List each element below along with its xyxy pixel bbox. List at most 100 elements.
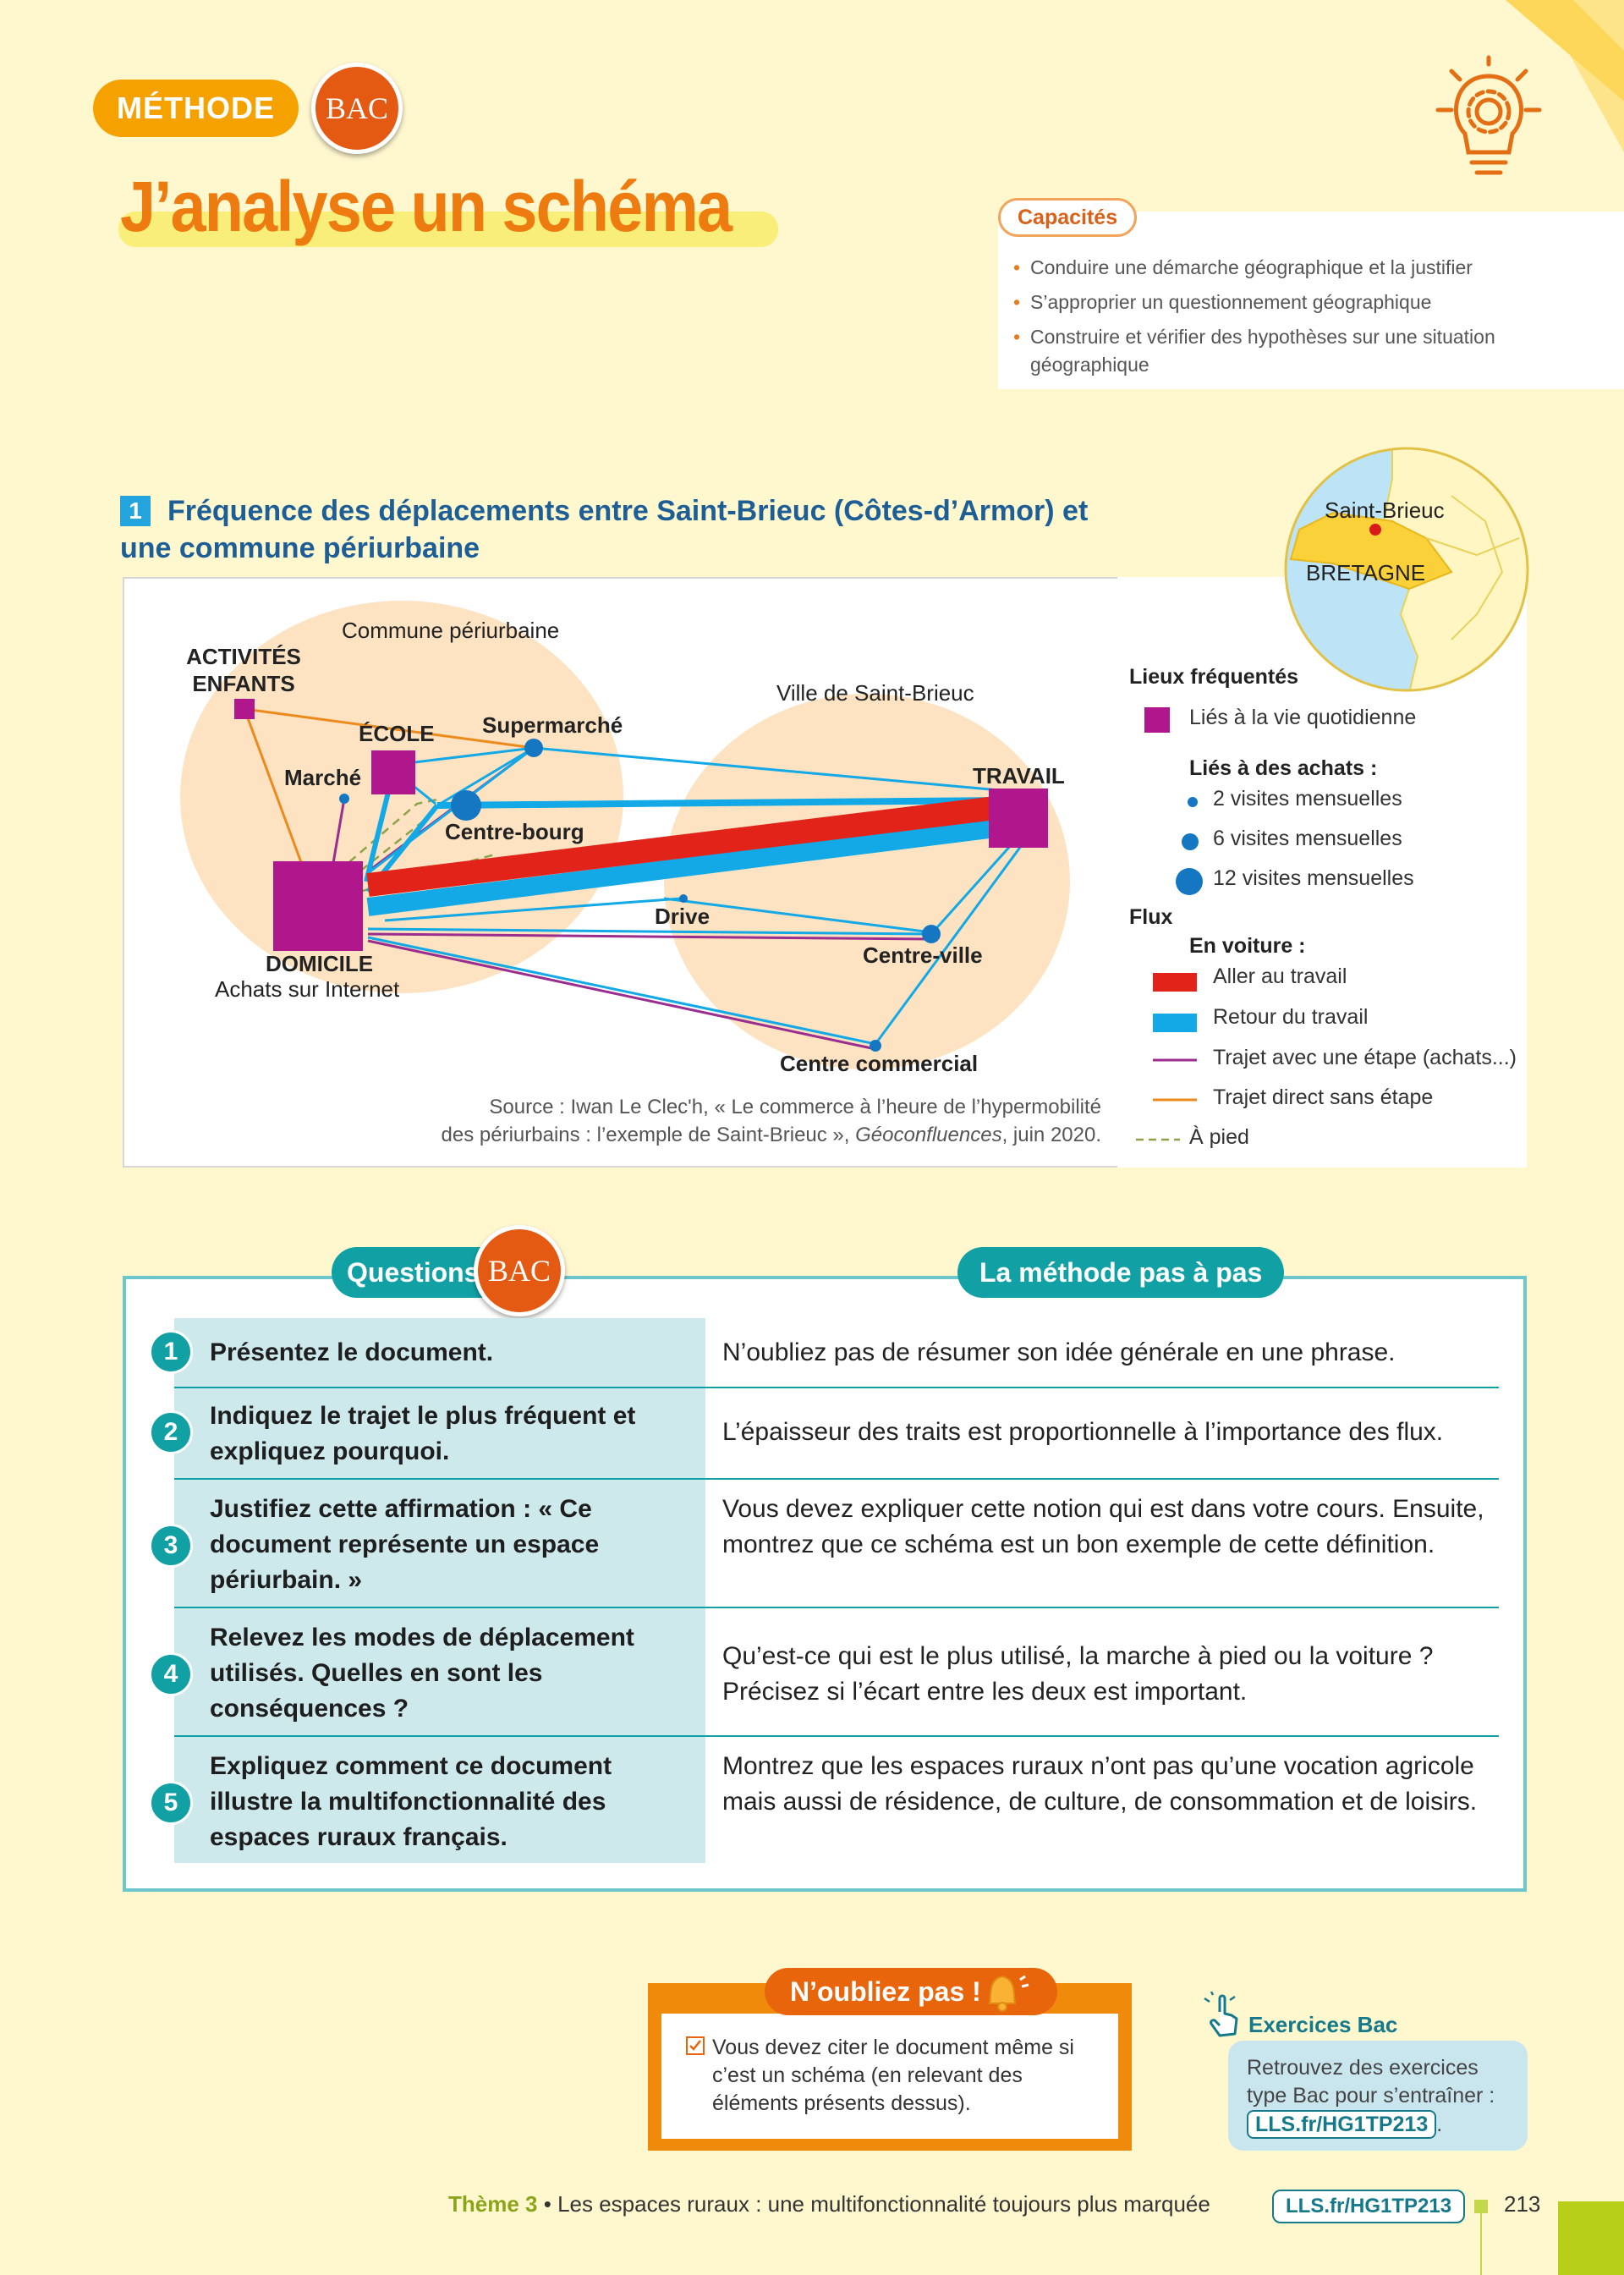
- row-separator: [174, 1387, 1499, 1388]
- question-text: Justifiez cette affirmation : « Ce docum…: [210, 1495, 600, 1594]
- saint-brieuc-marker: [1369, 524, 1381, 536]
- legend-aller-swatch: [1153, 973, 1197, 992]
- node-activites: [234, 699, 255, 719]
- source-journal: Géoconfluences: [855, 1124, 1002, 1146]
- flow-retour-travail: [366, 818, 1004, 916]
- legend-quotidien-swatch: [1144, 707, 1170, 733]
- legend-retour: Retour du travail: [1213, 1005, 1369, 1029]
- legend-voiture-title: En voiture :: [1189, 934, 1306, 958]
- inset-region-label: BRETAGNE: [1306, 560, 1426, 585]
- footer-line: [1480, 2213, 1482, 2275]
- legend-etape: Trajet avec une étape (achats...): [1213, 1046, 1517, 1069]
- pointer-hand-icon: [1204, 1992, 1238, 2037]
- node-travail: [989, 789, 1048, 848]
- legend-achats-title: Liés à des achats :: [1189, 756, 1378, 780]
- node-centre-bourg: [451, 790, 481, 821]
- legend-lieux-title: Lieux fréquentés: [1129, 665, 1299, 689]
- method-text: N’oubliez pas de résumer son idée généra…: [722, 1338, 1396, 1366]
- flow-diagram: [180, 577, 1527, 1168]
- method-text: Vous devez expliquer cette notion qui es…: [722, 1495, 1484, 1558]
- footer-theme-label: Thème 3: [448, 2191, 538, 2217]
- row-separator: [174, 1735, 1499, 1737]
- checkbox-checked-icon: [686, 2036, 705, 2055]
- reminder-panel: [661, 2014, 1118, 2139]
- page-tab: [1558, 2201, 1624, 2275]
- question-number: 1: [149, 1330, 193, 1374]
- legend-v2-swatch: [1188, 797, 1198, 807]
- label-internet: Achats sur Internet: [215, 976, 400, 1002]
- question-text: Relevez les modes de déplacement utilisé…: [210, 1624, 634, 1723]
- label-centre-commercial: Centre commercial: [780, 1051, 979, 1076]
- exercices-text: Retrouvez des exercices type Bac pour s’…: [1247, 2054, 1517, 2139]
- exercices-link[interactable]: LLS.fr/HG1TP213: [1247, 2110, 1437, 2139]
- label-commune: Commune périurbaine: [342, 618, 560, 643]
- method-text: L’épaisseur des traits est proportionnel…: [722, 1418, 1444, 1446]
- label-drive: Drive: [655, 904, 710, 929]
- inset-city-label: Saint-Brieuc: [1325, 497, 1445, 523]
- footer-link[interactable]: LLS.fr/HG1TP213: [1272, 2190, 1466, 2223]
- question-number: 3: [149, 1524, 193, 1568]
- label-travail: TRAVAIL: [973, 763, 1065, 789]
- bac-badge-questions: BAC: [474, 1225, 565, 1316]
- method-text: Qu’est-ce qui est le plus utilisé, la ma…: [722, 1642, 1434, 1706]
- inset-map-bretagne: [1284, 447, 1529, 692]
- source-line-2: des périurbains : l’exemple de Saint-Bri…: [441, 1124, 856, 1146]
- node-marche: [339, 794, 349, 804]
- exercices-end: .: [1436, 2113, 1443, 2136]
- legend-pied: À pied: [1189, 1125, 1249, 1149]
- title-highlight: [118, 212, 778, 247]
- footer-theme-text: Les espaces ruraux : une multifonctionna…: [557, 2191, 1210, 2217]
- legend-v12: 12 visites mensuelles: [1213, 866, 1414, 890]
- questions-column: [174, 1318, 705, 1863]
- flow-aller-travail: [366, 795, 1004, 897]
- legend-v2: 2 visites mensuelles: [1213, 787, 1402, 811]
- lightbulb-gear-icon: [1435, 55, 1542, 175]
- label-supermarche: Supermarché: [482, 712, 623, 738]
- node-ecole: [371, 750, 415, 794]
- source-caption: Source : Iwan Le Clec'h, « Le commerce à…: [254, 1093, 1101, 1149]
- question-number: 5: [149, 1781, 193, 1825]
- capacite-item: Construire et vérifier des hypothèses su…: [1013, 323, 1521, 379]
- capacite-item: Conduire une démarche géographique et la…: [1013, 254, 1521, 282]
- capacites-label: Capacités: [998, 198, 1138, 237]
- label-ecole: ÉCOLE: [359, 721, 435, 746]
- capacite-item: S’approprier un questionnement géographi…: [1013, 288, 1521, 316]
- document-number: 1: [120, 496, 151, 526]
- label-centre-ville: Centre-ville: [863, 942, 983, 968]
- methode-badge: MÉTHODE: [93, 80, 299, 137]
- legend-flux-title: Flux: [1129, 905, 1173, 929]
- direct-trips: [243, 707, 535, 865]
- label-centre-bourg: Centre-bourg: [445, 819, 584, 844]
- source-line-1: Source : Iwan Le Clec'h, « Le commerce à…: [489, 1096, 1101, 1118]
- node-drive: [679, 894, 688, 903]
- page-number: 213: [1504, 2191, 1541, 2217]
- methode-pas-a-pas-label: La méthode pas à pas: [957, 1247, 1285, 1298]
- page-title: J’analyse un schéma: [120, 167, 732, 246]
- legend-v12-swatch: [1176, 868, 1203, 895]
- footer-theme: Thème 3 • Les espaces ruraux : une multi…: [448, 2191, 1210, 2217]
- node-domicile: [273, 861, 363, 951]
- capacites-list: Conduire une démarche géographique et la…: [1013, 254, 1521, 386]
- label-domicile: DOMICILE: [266, 951, 374, 976]
- legend-aller: Aller au travail: [1213, 964, 1347, 988]
- legend-v6-swatch: [1182, 833, 1199, 850]
- question-number: 2: [149, 1410, 193, 1454]
- label-activites: ACTIVITÉS ENFANTS: [186, 644, 301, 696]
- question-number: 4: [149, 1652, 193, 1696]
- legend-direct: Trajet direct sans étape: [1213, 1085, 1434, 1109]
- footer-separator: •: [537, 2191, 558, 2217]
- question-text: Présentez le document.: [210, 1338, 494, 1366]
- source-line-2-end: , juin 2020.: [1001, 1124, 1101, 1146]
- question-text: Indiquez le trajet le plus fréquent et e…: [210, 1402, 636, 1465]
- legend-v6: 6 visites mensuelles: [1213, 827, 1402, 850]
- row-separator: [174, 1607, 1499, 1608]
- node-centre-ville: [922, 925, 941, 943]
- node-supermarche: [524, 739, 543, 757]
- question-text: Expliquez comment ce document illustre l…: [210, 1752, 612, 1851]
- bell-icon: [988, 1975, 1029, 2012]
- node-centre-commercial: [870, 1040, 881, 1052]
- row-separator: [174, 1478, 1499, 1480]
- label-marche: Marché: [284, 765, 362, 790]
- corner-decoration: [1506, 0, 1624, 152]
- bac-badge: BAC: [311, 63, 403, 154]
